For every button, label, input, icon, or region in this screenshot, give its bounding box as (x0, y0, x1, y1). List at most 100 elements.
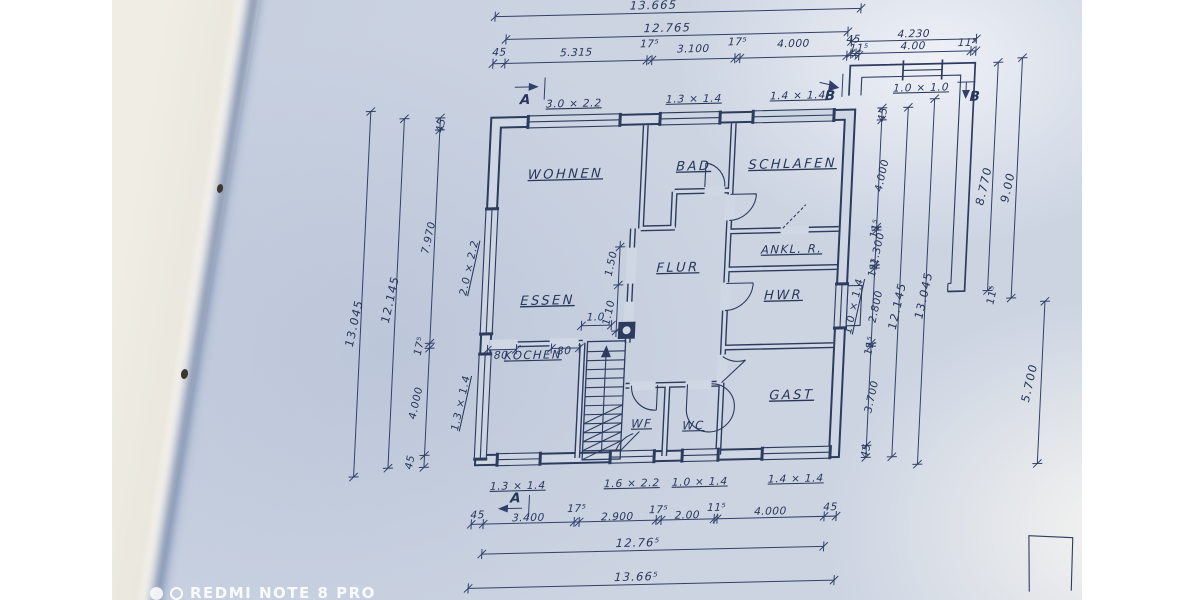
dim-tick (1017, 53, 1028, 63)
dim-balcony-total: 4.230 (897, 28, 930, 41)
dim-top-total: 13.665 (629, 0, 677, 13)
dim-tick (349, 472, 359, 482)
room-ankl: ANKL. R. (760, 241, 823, 256)
window-label-schlafen: 1.4 × 1.4 (770, 89, 827, 102)
exterior-wall-core (476, 110, 855, 465)
balcony-parapet (848, 59, 977, 293)
window-jamb (538, 451, 543, 466)
dim-tick (856, 3, 866, 13)
dim-tick (866, 341, 876, 351)
dim-line (851, 38, 977, 43)
dim: 45 (470, 509, 485, 521)
dim-line (865, 107, 883, 458)
dim-tick (846, 49, 856, 59)
generated-linework (348, 3, 1050, 594)
dim: 11⁵ (866, 257, 882, 278)
section-label-a: A (519, 92, 531, 108)
dimensions-bottom: 45 3.400 17⁵ 2.900 17⁵ 2.00 11⁵ 4.000 45… (470, 501, 838, 584)
camera-watermark: REDMI NOTE 8 PRO (150, 584, 376, 600)
dim-flur-upper: 1.50 (603, 250, 620, 277)
window-label-gast: 1.4 × 1.4 (768, 472, 825, 485)
dim: 11⁵ (957, 37, 977, 49)
dim-tick (576, 321, 586, 331)
dim-line (487, 348, 517, 351)
stair-direction-line (600, 349, 607, 454)
dim-line (987, 62, 999, 291)
dim-tick (1032, 459, 1042, 468)
window-jamb (473, 457, 488, 461)
dim-tick (877, 103, 887, 113)
dim: 17⁵ (567, 503, 587, 515)
dim-southeast: 5.700 (1018, 363, 1040, 404)
watermark-lens-icon (170, 586, 183, 600)
dim: 2.900 (601, 511, 634, 524)
dim-tick (851, 49, 861, 58)
section-label-b: B (969, 89, 980, 105)
dimensions-east: 8.770 9.00 11⁵ 5.700 (972, 166, 1040, 404)
dim-tick (912, 459, 922, 469)
window-jamb (484, 207, 500, 211)
door-openings (489, 186, 809, 391)
dim-tick (870, 263, 880, 273)
room-bad: BAD (676, 159, 712, 175)
room-wohnen: WOHNEN (528, 166, 604, 183)
dim-tick (1006, 293, 1016, 303)
dim: 4.000 (777, 38, 810, 51)
room-schlafen: SCHLAFEN (748, 156, 837, 173)
dim-tick (829, 575, 839, 585)
dim-tick (971, 34, 981, 44)
section-marker-b-left: B (819, 73, 844, 104)
window-jamb (760, 446, 764, 461)
dim-tick (966, 46, 976, 56)
dim-tick (735, 53, 745, 63)
dim: 11⁵ (849, 42, 869, 54)
dim-tick (501, 34, 511, 44)
window-jamb (526, 114, 530, 129)
window-jamb (680, 448, 684, 463)
dim: 11⁵ (868, 218, 884, 239)
dim: 45 (434, 117, 449, 133)
window-jamb (832, 326, 848, 330)
dim: 17⁵ (640, 38, 660, 50)
window-jamb (834, 282, 850, 286)
dim-tick (425, 343, 435, 353)
window-glass-line (610, 455, 655, 458)
dim-tick (419, 462, 429, 472)
dim-line (581, 324, 612, 327)
watermark-text: REDMI NOTE 8 PRO (190, 584, 376, 600)
window-label-balcony: 1.0 × 1.0 (893, 81, 950, 94)
dim-tick (435, 125, 445, 135)
dim-tick (1040, 296, 1050, 306)
window-jamb (716, 447, 720, 462)
window-jamb (832, 107, 836, 123)
dim-stair-opening: 1.0 (586, 311, 605, 323)
dim: 2.00 (674, 509, 700, 522)
window-label-kochen: 1.3 × 1.4 (490, 480, 547, 493)
dim: 17⁵ (649, 504, 669, 516)
dim-tick (993, 57, 1003, 67)
dim-line (492, 54, 859, 65)
dim-bottom-inner: 12.76⁵ (615, 535, 660, 550)
dim: 4.000 (754, 505, 787, 518)
window-label-left-upper: 2.0 × 2.2 (457, 239, 481, 296)
window-label-wc: 1.0 × 1.4 (672, 476, 729, 489)
dim-line (1010, 57, 1023, 299)
dim-tick (656, 515, 666, 525)
window-jamb (608, 450, 613, 465)
dim-tick (861, 440, 871, 450)
section-marker-a-top: A (514, 77, 546, 108)
window-glass-line (753, 114, 835, 118)
dim-tick (861, 452, 871, 462)
room-hwr: HWR (764, 288, 804, 304)
dim-line (481, 545, 824, 555)
dim-tick (846, 37, 857, 47)
room-kochen: KOCHEN (504, 347, 562, 362)
dim: 4.000 (873, 158, 892, 192)
photo-margin-right (1082, 0, 1200, 600)
photo-margin-left (0, 0, 112, 600)
dim: 45 (846, 33, 861, 45)
dim-tick (466, 519, 476, 529)
room-wf: WF (631, 416, 653, 430)
dimensions-top: 13.665 12.765 45 5.315 17⁵ 3.100 17⁵ 4.0… (492, 0, 977, 59)
